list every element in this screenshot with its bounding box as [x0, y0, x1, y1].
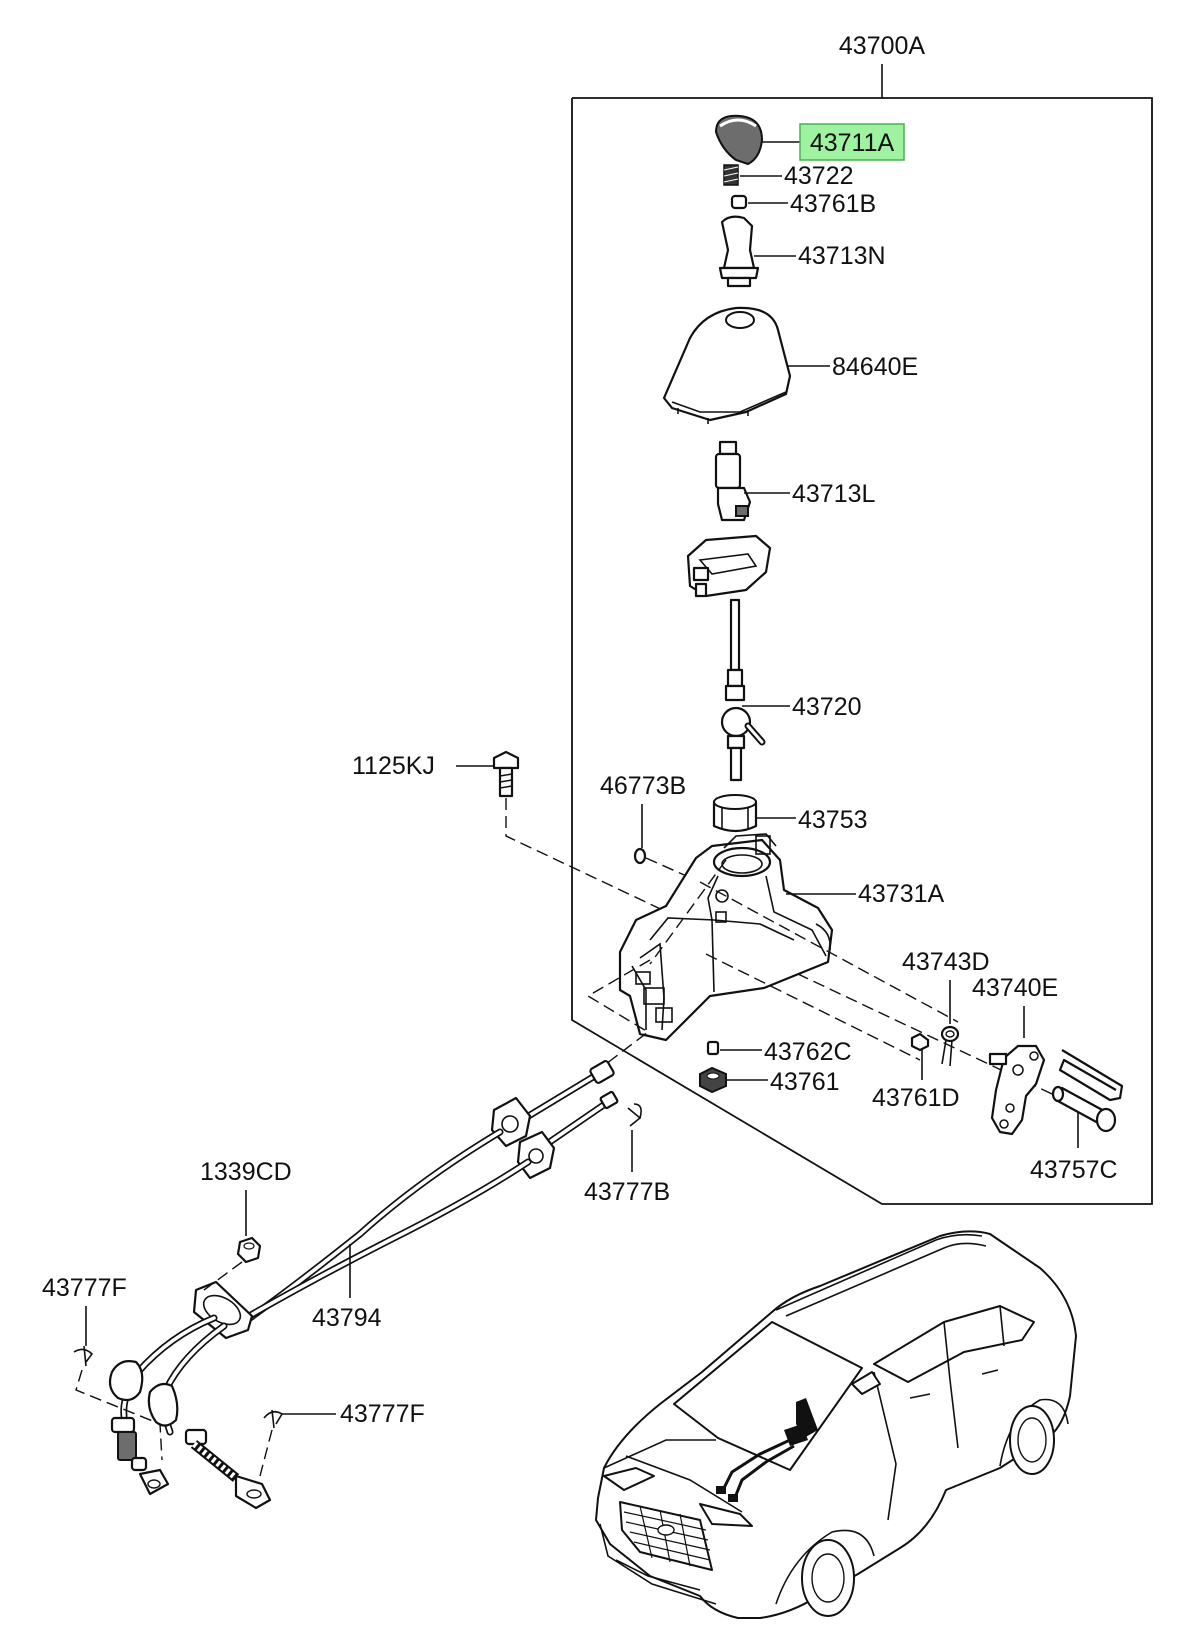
label-43731A[interactable]: 43731A	[858, 880, 945, 908]
label-43761D[interactable]: 43761D	[872, 1084, 960, 1112]
shift-boot-part[interactable]	[662, 306, 792, 424]
dashed-line-clip	[645, 857, 701, 883]
label-43713L[interactable]: 43713L	[792, 480, 876, 508]
clip-43777B-part[interactable]	[627, 1103, 642, 1127]
bush-43761D-part[interactable]	[910, 1032, 930, 1052]
label-1339CD[interactable]: 1339CD	[200, 1158, 292, 1186]
shift-cable-assembly-part[interactable]	[108, 1060, 619, 1510]
bush-43761B-part[interactable]	[730, 194, 748, 210]
label-43794[interactable]: 43794	[312, 1304, 382, 1332]
label-43743D[interactable]: 43743D	[902, 948, 990, 976]
spring-part[interactable]	[723, 164, 739, 186]
label-43777B[interactable]: 43777B	[584, 1178, 670, 1206]
label-43700A[interactable]: 43700A	[839, 32, 926, 60]
dashed-line-lever	[649, 859, 727, 965]
label-43722[interactable]: 43722	[784, 162, 854, 190]
label-43777F-left[interactable]: 43777F	[42, 1274, 127, 1302]
label-43761[interactable]: 43761	[770, 1068, 840, 1096]
bolt-1125KJ-part[interactable]	[492, 750, 520, 798]
bracket-43740E-part[interactable]	[988, 1044, 1046, 1136]
pin-43762C-part[interactable]	[706, 1040, 720, 1056]
label-1125KJ[interactable]: 1125KJ	[352, 752, 435, 780]
dashed-line-bush	[705, 953, 921, 1061]
dashed-line-clip-right	[259, 1429, 273, 1477]
clip-46773B-part[interactable]	[633, 847, 647, 865]
dashed-line-cable	[586, 959, 651, 1065]
shift-knob-part[interactable]	[714, 114, 764, 166]
spring-clip-43743D-part[interactable]	[940, 1025, 960, 1067]
retainer-clip-part[interactable]	[1058, 1049, 1124, 1102]
lever-upper-part[interactable]	[714, 440, 752, 522]
shift-lever-part[interactable]	[720, 598, 766, 782]
bush-43753-part[interactable]	[712, 794, 758, 833]
gate-housing-part[interactable]	[686, 534, 772, 598]
label-43777F-right[interactable]: 43777F	[340, 1400, 425, 1428]
label-43761B[interactable]: 43761B	[790, 190, 876, 218]
dashed-line-pin	[699, 881, 959, 1023]
label-43740E[interactable]: 43740E	[972, 974, 1058, 1002]
knob-base-part[interactable]	[718, 215, 760, 288]
label-43713N[interactable]: 43713N	[798, 242, 886, 270]
vehicle-illustration	[595, 1230, 1077, 1619]
pin-43757C-part[interactable]	[1051, 1085, 1117, 1133]
label-43762C[interactable]: 43762C	[764, 1038, 852, 1066]
label-43753[interactable]: 43753	[798, 806, 868, 834]
dashed-line-clip-left	[75, 1369, 163, 1461]
label-43711A[interactable]: 43711A	[810, 129, 895, 157]
label-43757C[interactable]: 43757C	[1030, 1156, 1118, 1184]
nut-43761-part[interactable]	[699, 1066, 727, 1094]
dashed-line-nut	[203, 1261, 243, 1291]
highlight-43711A	[799, 123, 905, 161]
label-84640E[interactable]: 84640E	[832, 353, 918, 381]
clip-43777F-right-part[interactable]	[263, 1409, 284, 1429]
label-43720[interactable]: 43720	[792, 693, 862, 721]
label-46773B[interactable]: 46773B	[600, 772, 686, 800]
assembly-box	[571, 97, 1153, 1205]
nut-1339CD-part[interactable]	[236, 1236, 262, 1264]
dashed-line-bolt	[505, 798, 1053, 1095]
clip-43777F-left-part[interactable]	[73, 1345, 94, 1367]
shifter-base-part[interactable]	[618, 833, 834, 1042]
